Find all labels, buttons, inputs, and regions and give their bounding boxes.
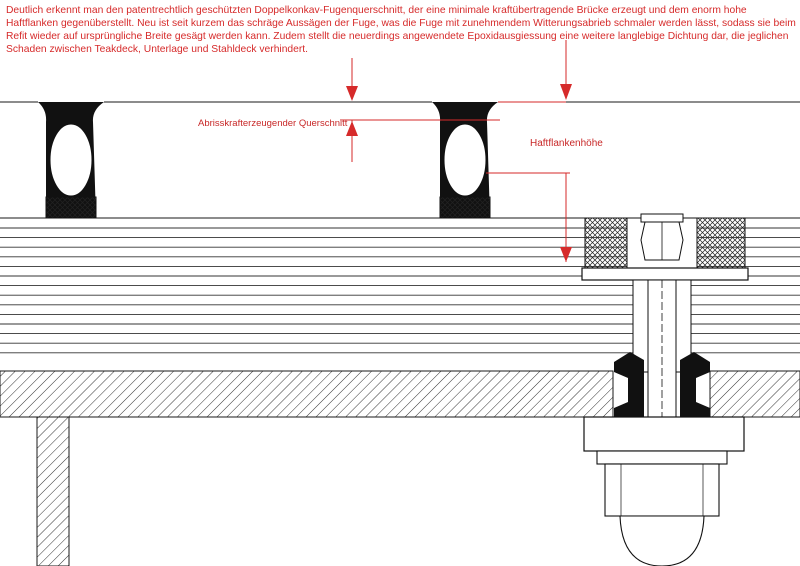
description-text: Deutlich erkennt man den patentrechtlich… <box>6 5 796 55</box>
steel-deck <box>0 370 800 566</box>
joint-left <box>38 102 104 219</box>
joint-right <box>432 102 498 219</box>
flank-height-label: Haftflankenhöhe <box>530 138 603 149</box>
annotation-markers <box>340 40 572 262</box>
teak-deck <box>0 101 800 219</box>
cross-section-label: Abrisskrafterzeugender Querschnitt <box>198 118 348 129</box>
bolt-assembly <box>581 213 749 566</box>
